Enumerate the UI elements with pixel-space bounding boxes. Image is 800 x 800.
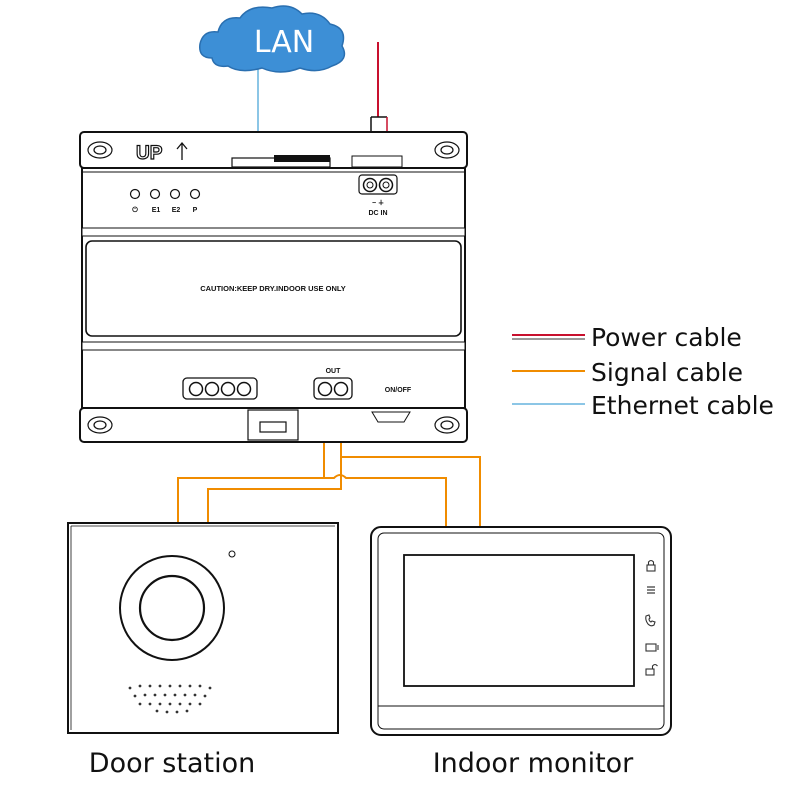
indicator-label-p: P — [193, 207, 198, 214]
indicator-label-e2: E2 — [172, 207, 181, 214]
legend-item-ethernet: Ethernet cable — [512, 391, 774, 420]
bus-terminal — [182, 377, 258, 400]
speaker-grille — [128, 684, 212, 714]
legend-item-signal: Signal cable — [512, 358, 743, 387]
legend-label-power: Power cable — [591, 323, 742, 352]
legend-label-signal: Signal cable — [591, 358, 743, 387]
out-terminal: OUT — [313, 368, 353, 400]
legend-item-power: Power cable — [512, 323, 742, 352]
caution-label: CAUTION:KEEP DRY.INDOOR USE ONLY — [200, 284, 346, 293]
indicator-leds: ⏻ E1 E2 P — [129, 188, 201, 214]
lock-icon — [646, 559, 656, 572]
lan-label: LAN — [254, 25, 314, 60]
dc-in-terminal: − ∔ DC IN — [358, 174, 398, 217]
controller-unit: UP ⏻ E1 E2 P − ∔ DC — [79, 131, 468, 443]
menu-icon — [647, 586, 655, 594]
unlock-icon — [645, 663, 658, 676]
indoor-monitor-label: Indoor monitor — [433, 748, 634, 779]
legend: Power cable Signal cable Ethernet cable — [512, 323, 774, 420]
indicator-label-e1: E1 — [152, 207, 161, 214]
screen-icon — [645, 643, 659, 652]
cloud-icon — [199, 5, 346, 73]
phone-icon — [645, 614, 656, 627]
dc-in-label: DC IN — [368, 210, 387, 217]
indoor-monitor — [370, 526, 672, 736]
legend-label-ethernet: Ethernet cable — [591, 391, 774, 420]
camera-lens — [138, 574, 206, 642]
dc-polarity-label: − ∔ — [372, 199, 384, 207]
indicator-label-power: ⏻ — [132, 206, 138, 214]
door-station-label: Door station — [89, 748, 255, 779]
door-station — [67, 522, 339, 734]
onoff-label: ON/OFF — [385, 387, 412, 394]
out-label: OUT — [326, 368, 342, 375]
monitor-screen — [403, 554, 635, 687]
up-label: UP — [136, 143, 163, 164]
lan-cloud: LAN — [199, 5, 346, 73]
up-arrow-icon — [176, 141, 188, 160]
